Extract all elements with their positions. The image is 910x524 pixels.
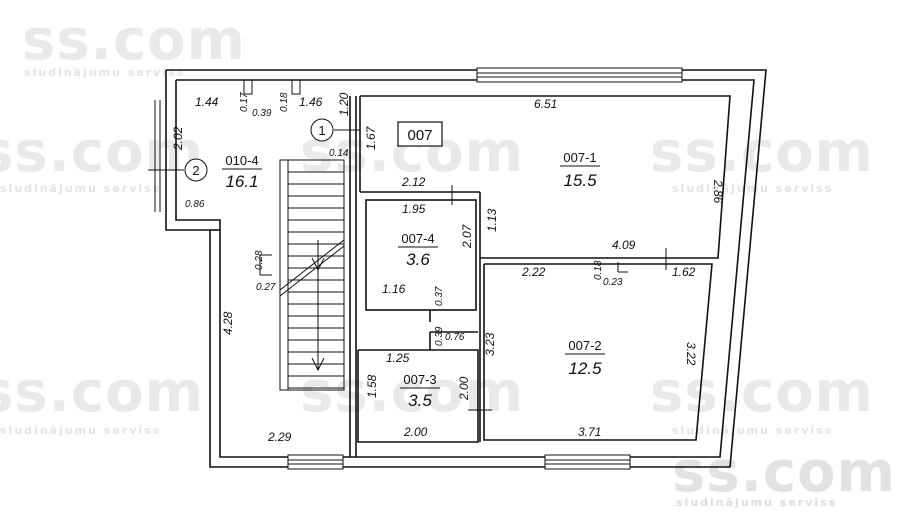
room-area: 3.5 — [408, 391, 432, 410]
dimension: 1.44 — [195, 95, 219, 109]
dimension: 2.00 — [457, 376, 471, 401]
dimension: 4.28 — [221, 311, 235, 335]
watermark-tagline: sludinājumu serviss — [672, 182, 834, 195]
marker-1: 1 — [310, 118, 360, 142]
dimension: 2.86 — [711, 179, 725, 204]
room-area: 12.5 — [568, 359, 602, 378]
room-007-4: 007-4 3.6 — [398, 231, 438, 269]
watermark-logo: ss.com — [300, 360, 524, 425]
staircase — [279, 159, 345, 391]
dimension: 1.46 — [299, 95, 323, 109]
room-id: 007-2 — [568, 338, 601, 353]
svg-text:1: 1 — [318, 123, 325, 138]
dimension: 0.18 — [593, 260, 604, 280]
watermark-logo: ss.com — [672, 440, 896, 505]
marker-2: 2 — [148, 158, 208, 182]
dimension: 1.20 — [337, 92, 351, 116]
apartment-label-box — [397, 121, 443, 147]
interior-walls — [243, 80, 731, 457]
dimension: 3.71 — [578, 425, 601, 439]
dimension: 3.22 — [684, 342, 698, 366]
watermark-logo: ss.com — [650, 360, 874, 425]
dimension: 0.86 — [185, 199, 205, 210]
dimension: 2.12 — [401, 175, 426, 189]
dimension: 0.17 — [239, 92, 250, 112]
dimension: 0.23 — [603, 277, 623, 288]
watermark-tagline: sludinājumu serviss — [0, 182, 162, 195]
room-id: 010-4 — [225, 153, 258, 168]
room-id: 007-4 — [401, 231, 434, 246]
dimension: 1.95 — [402, 202, 426, 216]
watermark-tagline: sludinājumu serviss — [0, 424, 162, 437]
dimension: 1.58 — [365, 374, 379, 398]
windows — [154, 67, 683, 470]
dimension: 0.76 — [445, 332, 465, 343]
watermark-logo: ss.com — [22, 8, 246, 73]
dimension: 0.14 — [329, 148, 349, 159]
dimension: 0.39 — [434, 326, 445, 346]
room-007-3: 007-3 3.5 — [400, 372, 440, 410]
room-area: 3.6 — [406, 250, 430, 269]
dimension: 2.22 — [521, 265, 546, 279]
watermark-logo: ss.com — [0, 360, 204, 425]
watermark-tagline: sludinājumu serviss — [676, 496, 838, 509]
dimension-labels: 1.44 0.17 0.39 0.18 1.46 1.20 6.51 2.02 … — [171, 92, 725, 444]
dimension: 2.29 — [267, 430, 292, 444]
room-007-2: 007-2 12.5 — [565, 338, 605, 378]
room-010-4: 010-4 16.1 — [222, 153, 262, 191]
dimension: 1.62 — [672, 265, 696, 279]
dimension: 1.16 — [382, 282, 406, 296]
room-area: 16.1 — [225, 172, 258, 191]
dimension: 0.39 — [252, 108, 272, 119]
watermark-logo: ss.com — [650, 120, 874, 185]
stair-treads — [288, 171, 344, 389]
svg-text:2: 2 — [192, 163, 199, 178]
room-area: 15.5 — [563, 171, 597, 190]
dimension: 4.09 — [612, 238, 636, 252]
room-007-1: 007-1 15.5 — [560, 150, 600, 190]
outer-walls — [165, 69, 767, 468]
dimension: 2.00 — [403, 425, 428, 439]
dimension: 3.23 — [483, 332, 497, 356]
dimension: 1.25 — [386, 351, 410, 365]
dimension: 0.28 — [254, 250, 265, 270]
room-id: 007-1 — [563, 150, 596, 165]
dimension: 2.02 — [171, 126, 185, 151]
dimension: 1.13 — [485, 208, 499, 232]
dimension: 0.37 — [434, 286, 445, 306]
room-id: 007-3 — [403, 372, 436, 387]
dimension: 6.51 — [534, 97, 557, 111]
dimension: 2.07 — [460, 223, 474, 249]
dimension: 0.27 — [256, 282, 276, 293]
watermark-logo: ss.com — [0, 120, 204, 185]
dimension: 1.67 — [364, 125, 378, 150]
apartment-label: 007 — [407, 127, 432, 144]
dimension: 0.18 — [279, 92, 290, 112]
watermark-tagline: sludinājumu serviss — [672, 424, 834, 437]
watermark-tagline: sludinājumu serviss — [24, 66, 186, 79]
door-marks — [259, 185, 667, 411]
